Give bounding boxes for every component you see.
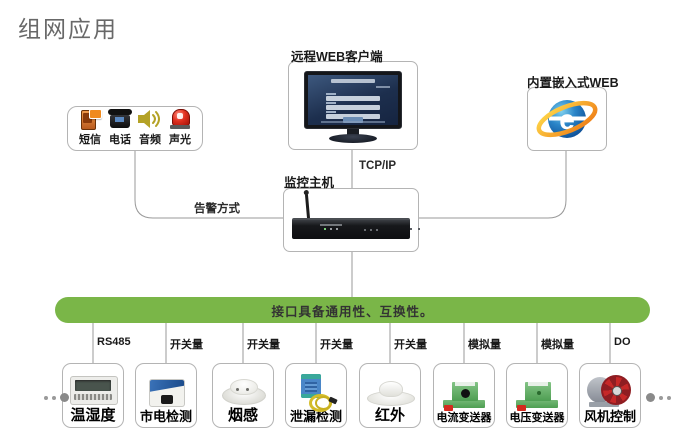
telephone-icon [107,108,133,130]
device-smoke: 烟感 [212,363,274,428]
sms-phone-icon [77,108,103,130]
infrared-dome-sensor-icon [361,370,419,408]
alarm-methods-panel: 短信 电话 音频 声光 [67,106,203,151]
device-infrared: 红外 [359,363,421,428]
more-devices-right-icon [646,393,671,402]
device-temp-humidity: 温湿度 [62,363,124,428]
smoke-detector-icon [214,370,272,408]
device-current-transmitter: 电流变送器 [433,363,495,428]
interface-label-di-4: 开关量 [394,339,427,351]
monitoring-host-node [283,188,419,252]
svg-text:e: e [559,104,575,135]
more-devices-left-icon [44,393,69,402]
alarm-beacon-icon [167,108,193,130]
alarm-method-audio: 音频 [137,108,163,147]
interface-label-di-3: 开关量 [320,339,353,351]
interface-label-ai-1: 模拟量 [468,339,501,351]
mains-power-detector-icon [137,372,195,410]
host-label: 监控主机 [284,176,335,190]
alarm-mode-link-label: 告警方式 [192,200,242,216]
speaker-icon [137,108,163,130]
interface-label-ai-2: 模拟量 [541,339,574,351]
interface-label-di-1: 开关量 [170,339,203,351]
interface-label-rs485: RS485 [97,336,131,348]
interface-label-di-2: 开关量 [247,339,280,351]
embedded-web-label: 内置嵌入式WEB [527,76,619,90]
device-voltage-transmitter: 电压变送器 [506,363,568,428]
leak-detection-module-icon [287,372,345,412]
login-screen [308,75,398,125]
alarm-method-telephone: 电话 [107,108,133,147]
fan-control-icon [581,372,639,410]
interface-bus-banner: 接口具备通用性、互换性。 [55,297,650,323]
voltage-transmitter-icon [508,374,566,412]
alarm-method-sms: 短信 [77,108,103,147]
interface-label-do: DO [614,336,631,348]
tcpip-link-label: TCP/IP [357,160,399,172]
embedded-web-node: e [527,87,607,151]
page-title: 组网应用 [18,16,118,42]
web-client-node [288,61,418,150]
device-mains-detect: 市电检测 [135,363,197,428]
ie-browser-icon: e [536,100,598,138]
antenna-icon [304,193,311,220]
host-device-icon [292,218,410,239]
current-transmitter-icon [435,374,493,412]
device-leak-detect: 泄漏检测 [285,363,347,428]
device-fan-control: 风机控制 [579,363,641,428]
monitor-icon [304,71,402,143]
alarm-method-sound-light: 声光 [167,108,193,147]
temp-humidity-meter-icon [64,370,122,408]
web-client-label: 远程WEB客户端 [291,50,383,64]
